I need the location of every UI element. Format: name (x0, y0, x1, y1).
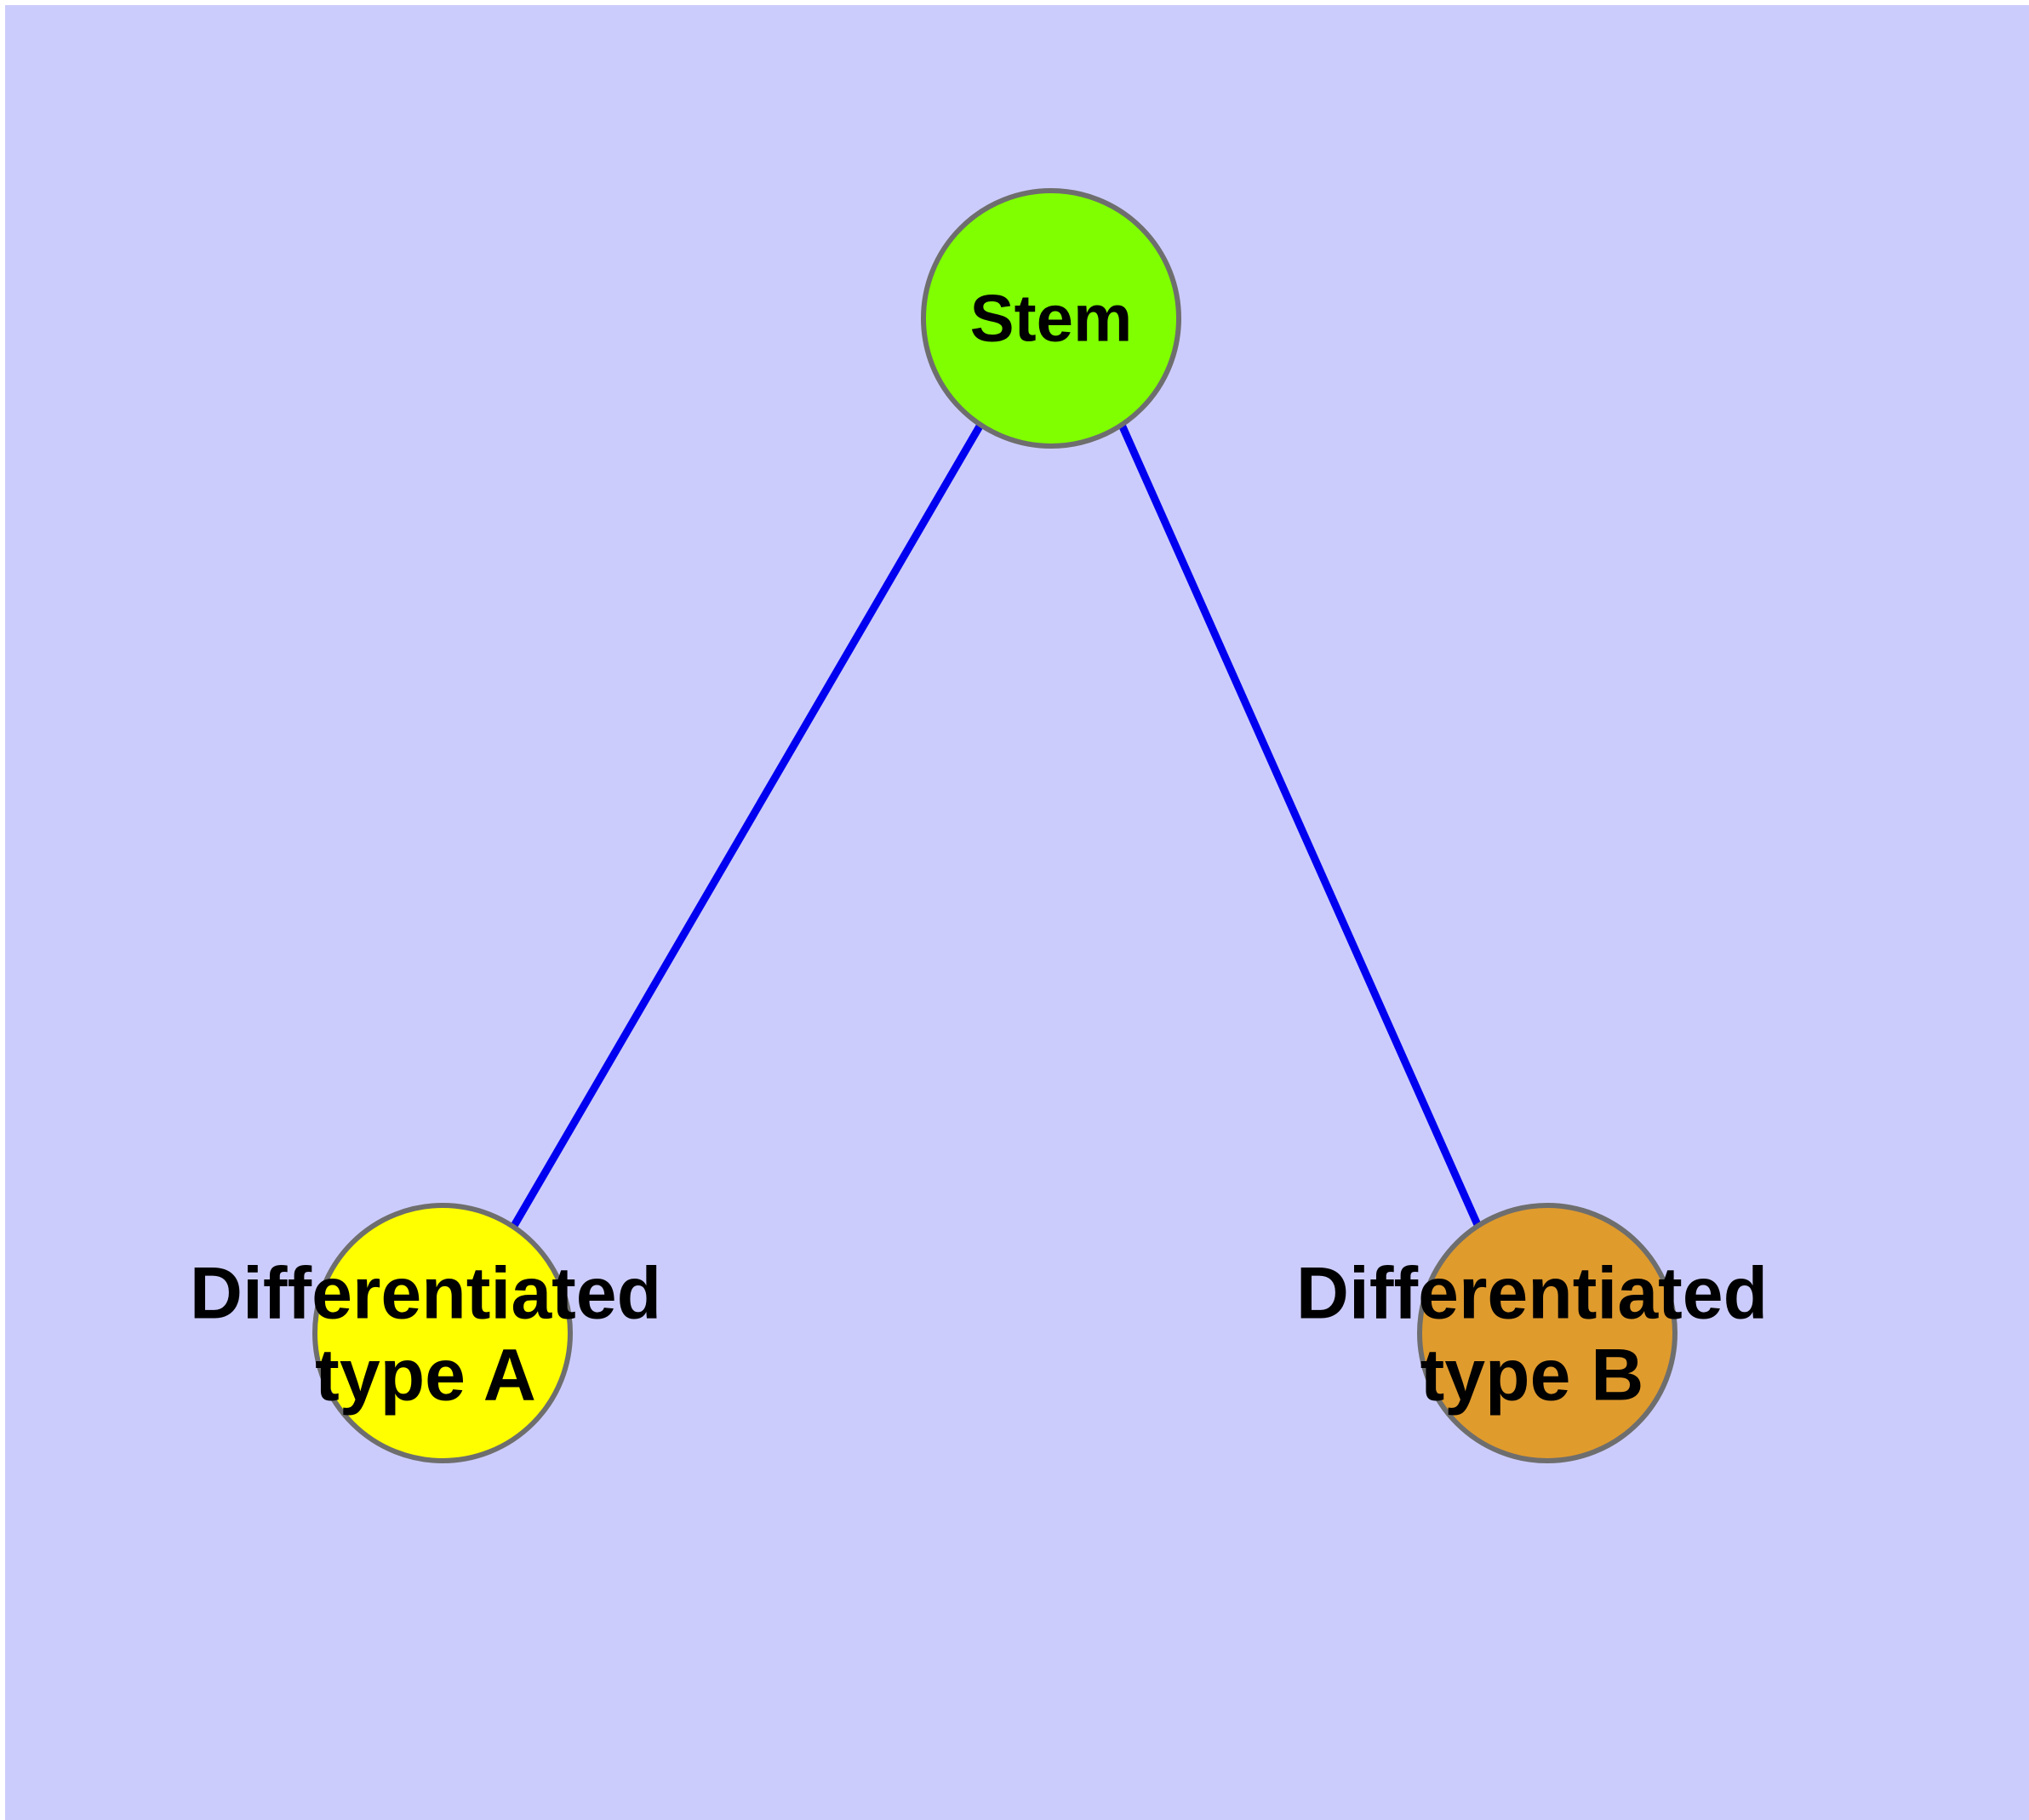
edge-layer (511, 422, 1483, 1228)
edge-stem-to-differentiated-type-b[interactable] (1117, 423, 1483, 1228)
node-layer (312, 188, 1677, 1463)
node-stem[interactable] (921, 188, 1181, 449)
node-differentiated-type-b[interactable] (1417, 1203, 1677, 1463)
edge-stem-to-differentiated-type-a[interactable] (511, 422, 984, 1228)
node-differentiated-type-a[interactable] (312, 1203, 573, 1463)
